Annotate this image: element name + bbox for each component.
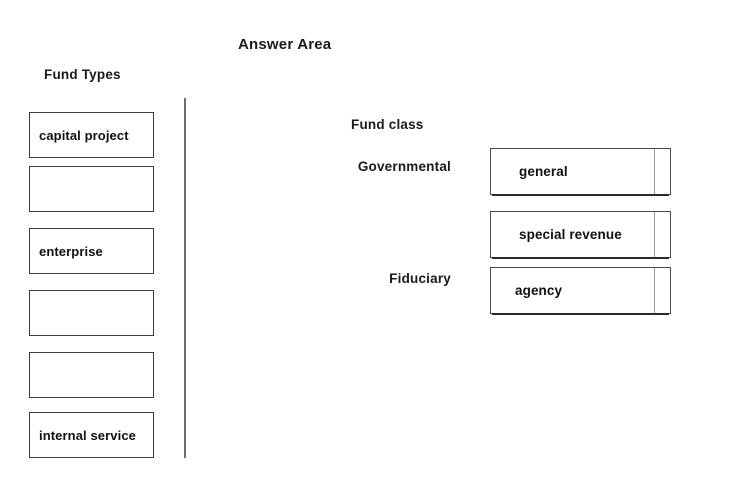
fund-type-option-2[interactable] [29, 166, 154, 212]
answer-dropdown-agency[interactable]: agency [490, 267, 671, 315]
chevron-down-icon[interactable] [654, 149, 670, 194]
vertical-divider [184, 98, 186, 458]
fund-class-heading: Fund class [351, 117, 424, 132]
fund-types-heading: Fund Types [44, 67, 121, 82]
fund-type-option-1[interactable]: capital project [29, 112, 154, 158]
fund-type-option-4[interactable] [29, 290, 154, 336]
answer-area-title: Answer Area [238, 36, 332, 53]
chevron-down-icon[interactable] [654, 212, 670, 257]
fund-type-option-3[interactable]: enterprise [29, 228, 154, 274]
fund-type-option-3-label: enterprise [39, 243, 103, 259]
answer-dropdown-general-value: general [519, 164, 568, 179]
answer-dropdown-agency-value: agency [515, 283, 563, 298]
fund-class-label-governmental: Governmental [357, 159, 451, 174]
fund-type-option-6[interactable]: internal service [29, 412, 154, 458]
answer-dropdown-special-revenue[interactable]: special revenue [490, 211, 671, 259]
answer-dropdown-special-revenue-value: special revenue [519, 227, 622, 242]
fund-type-option-1-label: capital project [39, 127, 129, 143]
answer-dropdown-general[interactable]: general [490, 148, 671, 196]
fund-type-option-6-label: internal service [39, 427, 136, 443]
fund-type-option-5[interactable] [29, 352, 154, 398]
fund-class-label-fiduciary: Fiduciary [389, 271, 451, 286]
chevron-down-icon[interactable] [654, 268, 670, 313]
